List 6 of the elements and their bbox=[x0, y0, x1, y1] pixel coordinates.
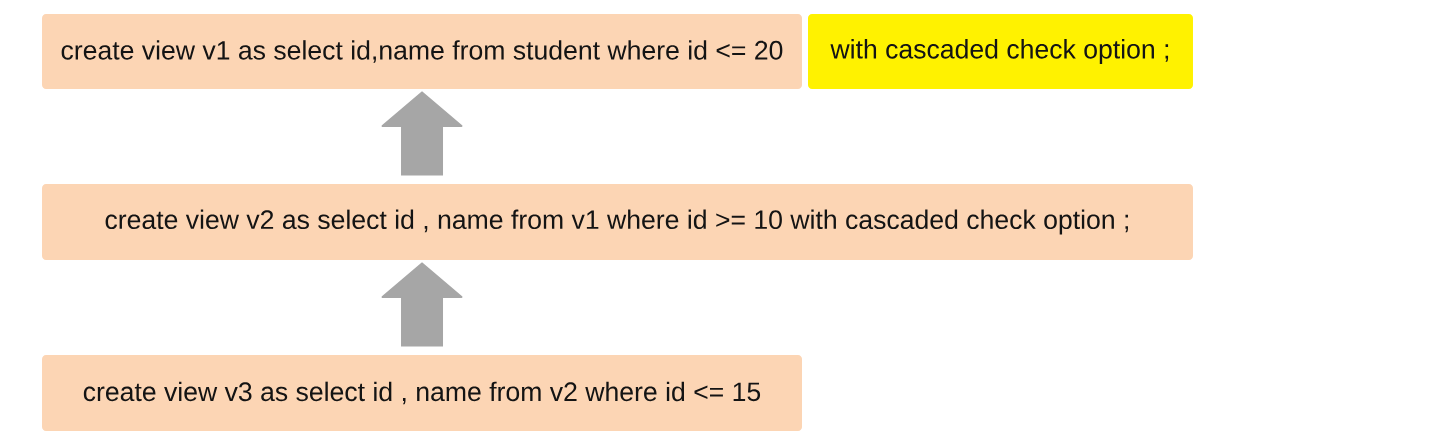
block-arrow bbox=[381, 91, 463, 176]
statement-box: create view v3 as select id , name from v2 where id <= 15 bbox=[42, 355, 802, 431]
statement-box: create view v2 as select id , name from v1 where id >= 10 with cascaded check option ; bbox=[42, 184, 1193, 260]
statement-box: create view v1 as select id,name from student where id <= 20 bbox=[42, 14, 802, 89]
block-arrow bbox=[381, 262, 463, 347]
highlight-box: with cascaded check option ; bbox=[808, 14, 1193, 89]
